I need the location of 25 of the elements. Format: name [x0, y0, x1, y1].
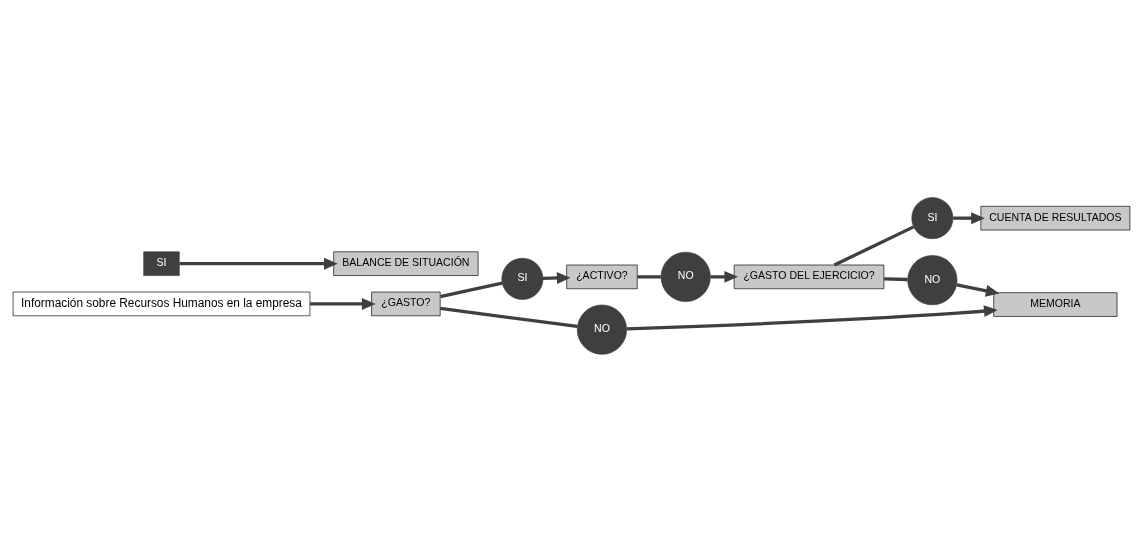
- node-box: ¿GASTO?: [371, 291, 441, 317]
- arrow: [956, 283, 1000, 297]
- node-box: ¿ACTIVO?: [566, 264, 638, 290]
- arrow: [953, 212, 985, 225]
- connector: [440, 281, 503, 299]
- node-circle: NO: [660, 251, 711, 302]
- node-box: BALANCE DE SITUACIÓN: [333, 251, 479, 276]
- arrow: [179, 257, 338, 270]
- arrow: [542, 272, 571, 284]
- node-circle: SI: [501, 257, 544, 300]
- arrow: [626, 305, 998, 331]
- connector: [637, 275, 661, 279]
- connector: [833, 225, 915, 267]
- node-circle: SI: [911, 197, 954, 240]
- node-box: ¿GASTO DEL EJERCICIO?: [733, 264, 885, 290]
- arrow: [310, 297, 376, 310]
- node-circle: NO: [907, 255, 958, 306]
- connector: [883, 277, 908, 282]
- arrow: [710, 270, 739, 283]
- connector: [440, 306, 578, 329]
- node-circle: NO: [576, 304, 627, 355]
- node-box: SI: [143, 251, 180, 276]
- node-box: MEMORIA: [993, 292, 1118, 317]
- node-box: Información sobre Recursos Humanos en la empresa: [12, 291, 311, 317]
- node-box: CUENTA DE RESULTADOS: [980, 205, 1131, 231]
